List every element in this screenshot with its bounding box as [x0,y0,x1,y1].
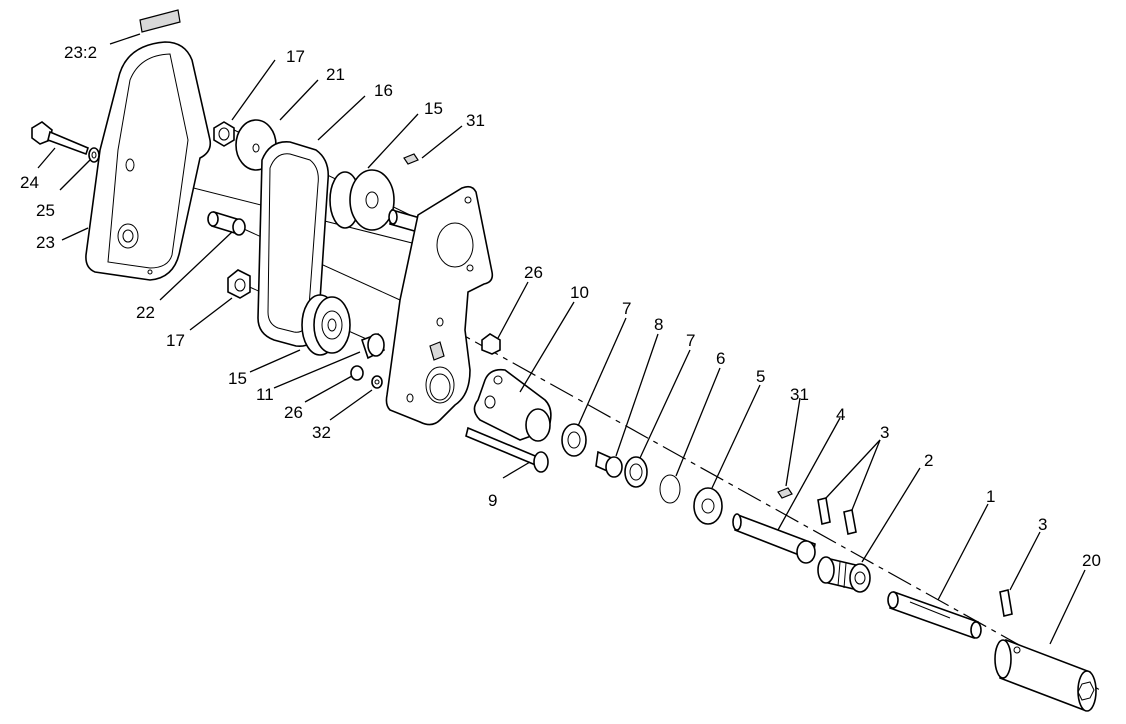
label-2: 2 [924,451,933,470]
part-7-bearing-a [561,423,587,457]
part-31-key-lower [777,487,793,499]
label-15-lower: 15 [228,369,247,388]
part-2-coupler [817,556,871,593]
label-25: 25 [36,201,55,220]
part-6-snap-ring [659,474,681,504]
part-9-pin [465,426,549,473]
part-3-roll-pin-b [843,509,857,535]
leader-lines [37,33,1086,645]
label-22: 22 [136,303,155,322]
part-5-washer [693,487,723,525]
label-21: 21 [326,65,345,84]
part-15-pulley-lower [301,294,351,356]
part-3-roll-pin-c [999,589,1013,617]
label-7-b: 7 [686,331,695,350]
part-11-bushing [360,332,386,360]
label-24: 24 [20,173,39,192]
mounting-plate [385,185,494,426]
label-20: 20 [1082,551,1101,570]
label-16: 16 [374,81,393,100]
label-1: 1 [986,487,995,506]
part-24-bolt [31,121,89,156]
part-32-washer [371,375,383,389]
part-17-nut-upper [213,121,235,147]
part-8-spacer [595,450,623,478]
part-labels: 23:2 17 21 16 15 31 24 25 23 22 17 26 10… [20,43,1101,570]
label-26-lower: 26 [284,403,303,422]
part-15-pulley-upper [329,169,395,231]
label-23-2: 23:2 [64,43,97,62]
label-7-a: 7 [622,299,631,318]
label-6: 6 [716,349,725,368]
part-1-drive-shaft [887,590,982,640]
part-31-key-upper [403,153,419,165]
label-17-upper: 17 [286,47,305,66]
label-31-upper: 31 [466,111,485,130]
label-10: 10 [570,283,589,302]
part-10-tension-arm [473,368,552,442]
part-26-nut-upper [481,333,501,355]
part-22-spacer [207,210,246,236]
part-7-bearing-b [624,456,648,488]
label-3-b: 3 [1038,515,1047,534]
label-11: 11 [256,385,274,404]
part-20-sleeve [994,638,1097,712]
label-4: 4 [836,405,845,424]
part-23-belt-cover [85,41,212,281]
label-23: 23 [36,233,55,252]
part-17-nut-lower [227,269,251,299]
part-3-roll-pin-a [817,497,831,525]
label-9: 9 [488,491,497,510]
label-26-upper: 26 [524,263,543,282]
part-26-nut-lower [350,365,364,381]
label-17-lower: 17 [166,331,185,350]
label-31-lower: 31 [790,385,809,404]
part-4-shaft [732,513,816,564]
label-5: 5 [756,367,765,386]
label-32: 32 [312,423,331,442]
part-25-washer [88,147,100,163]
label-3-a: 3 [880,423,889,442]
part-23-2-decal [139,9,181,33]
label-15-upper: 15 [424,99,443,118]
label-8: 8 [654,315,663,334]
